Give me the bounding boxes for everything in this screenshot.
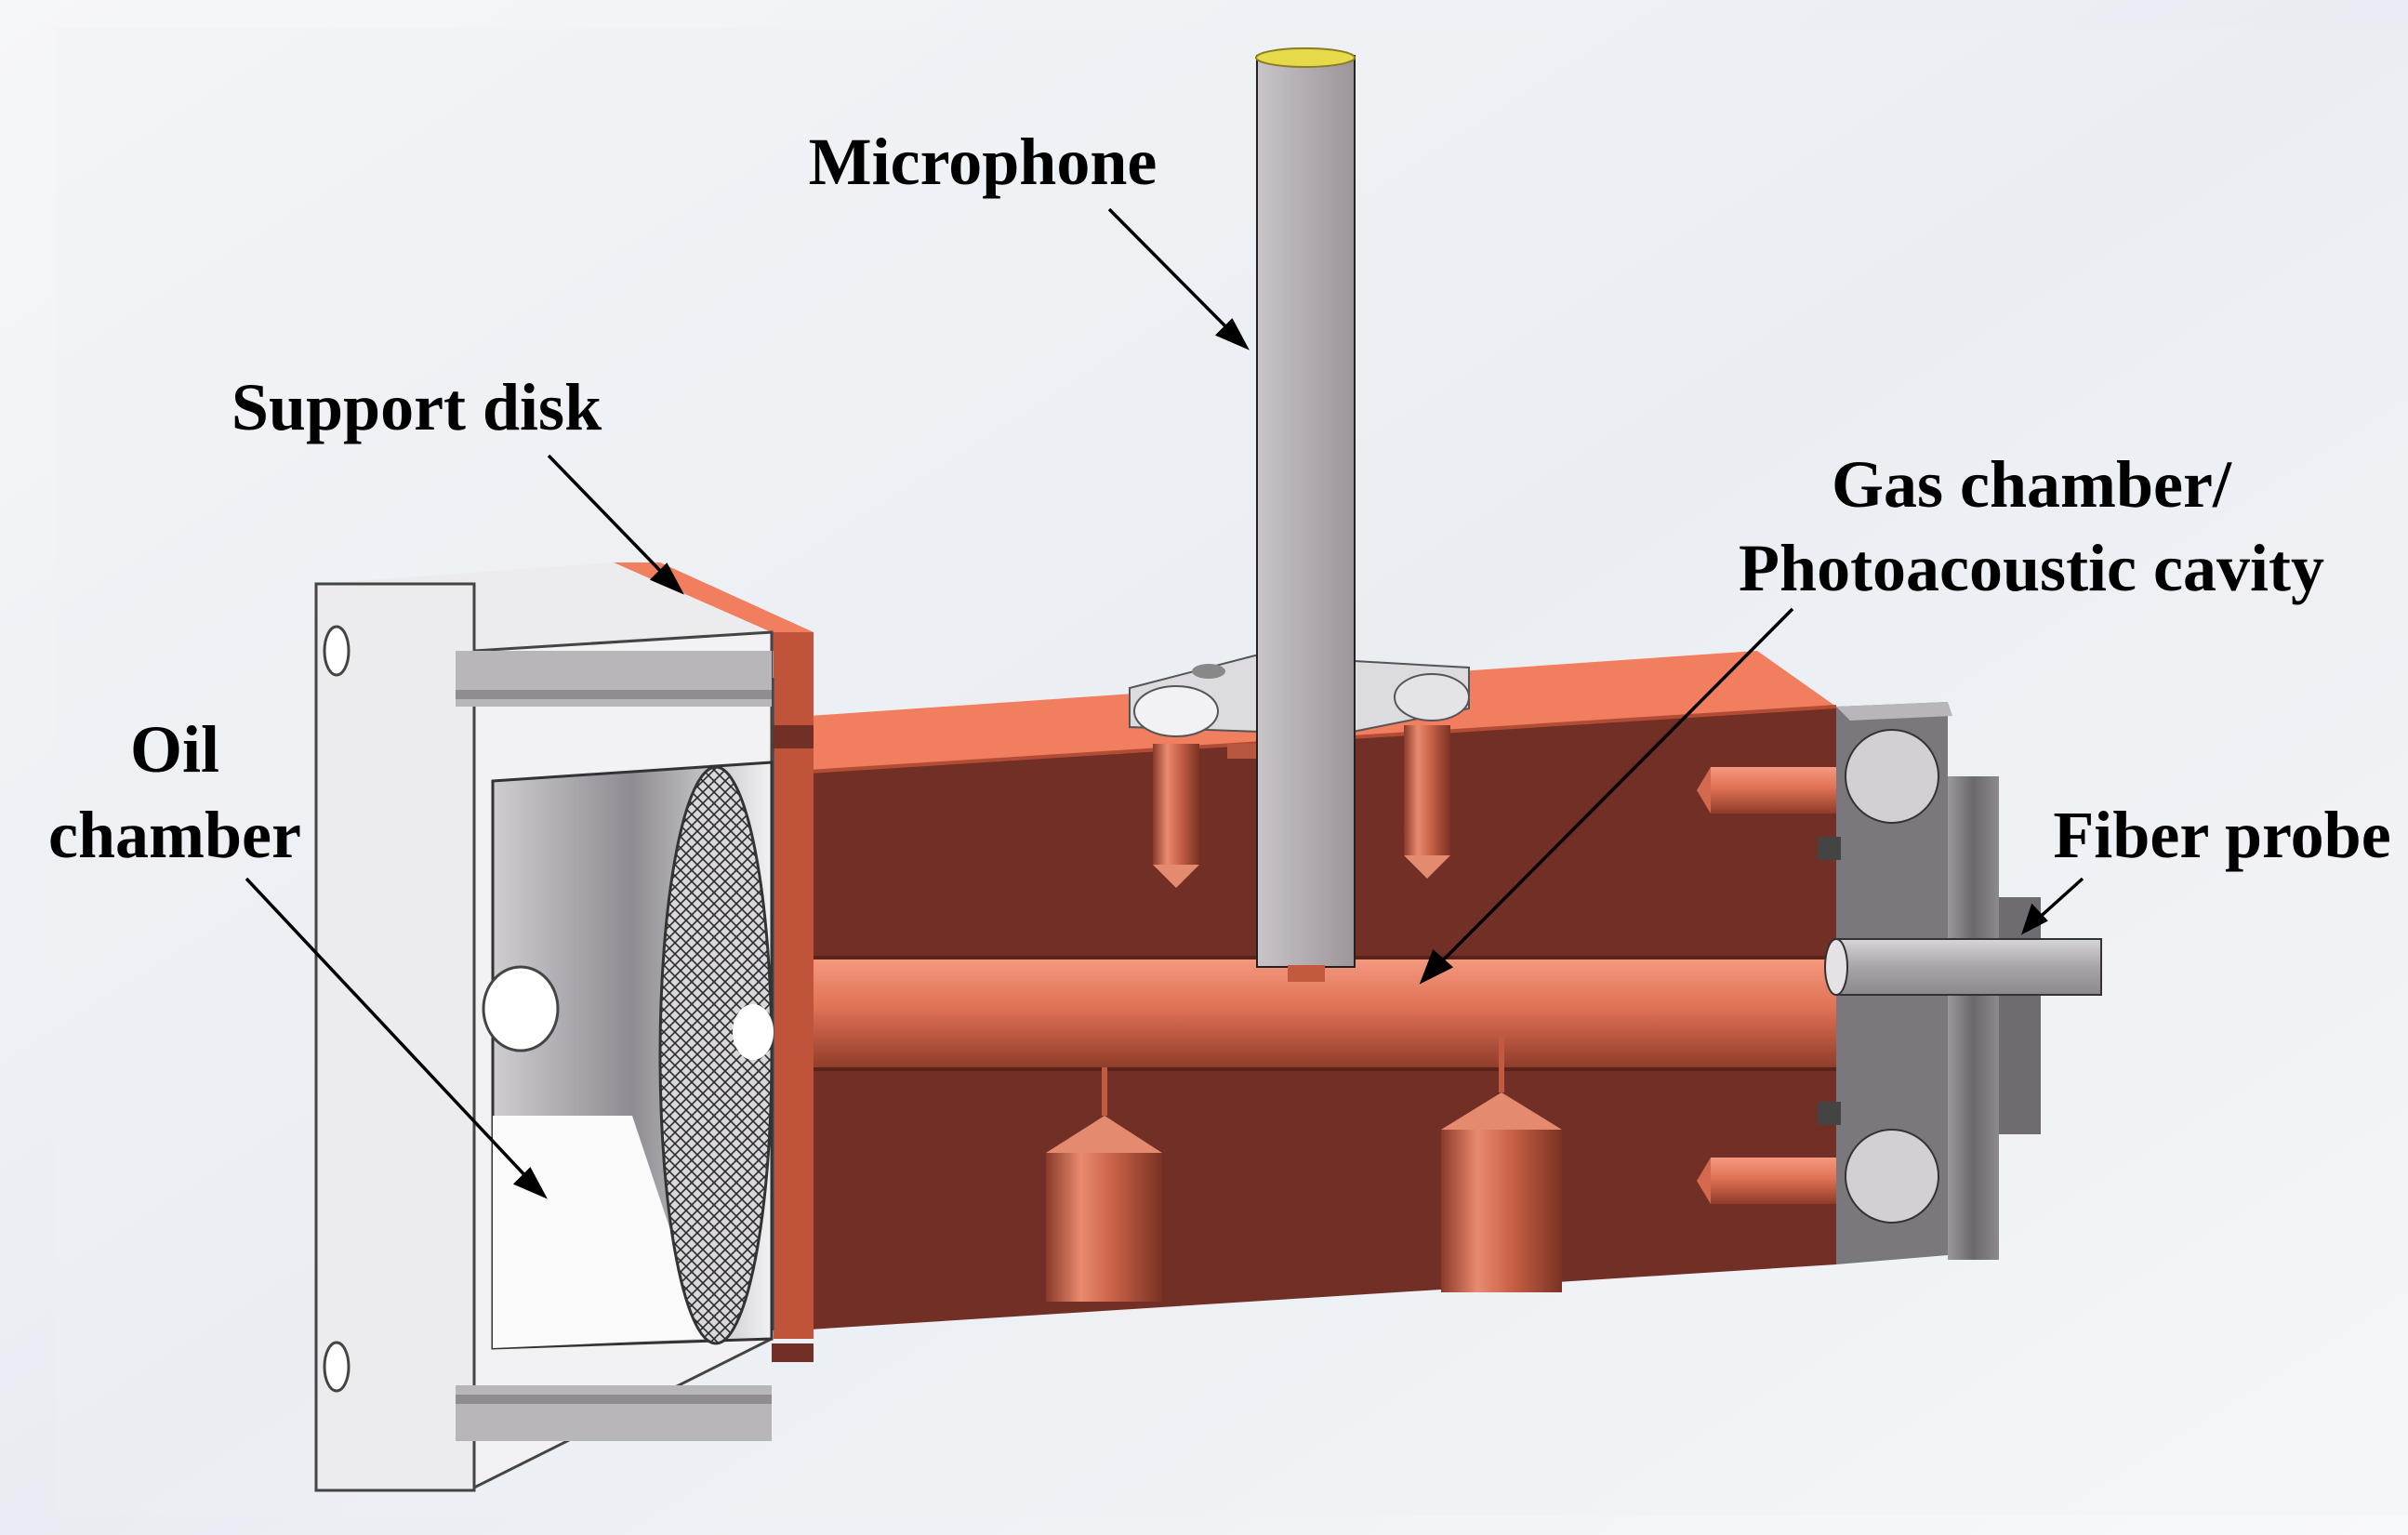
bottom-hole-left — [1046, 1067, 1162, 1302]
label-fiber-probe: Fiber probe — [2053, 798, 2390, 872]
top-screw-hole-right — [1404, 725, 1450, 879]
arrow-oil-chamber — [245, 877, 532, 1183]
arrow-gas-chamber — [1435, 607, 1794, 969]
leader-arrows — [245, 207, 2084, 1199]
fiber-probe — [1824, 938, 2102, 996]
side-hole-upper — [1697, 767, 1836, 814]
label-oil-line2: chamber — [48, 798, 301, 872]
label-support-disk: Support disk — [232, 370, 602, 444]
arrow-microphone — [1107, 207, 1236, 337]
top-screw-hole-left — [1153, 744, 1199, 888]
arrow-support-disk — [547, 454, 669, 580]
label-microphone: Microphone — [809, 125, 1158, 199]
label-gas-chamber-line2: Photoacoustic cavity — [1739, 531, 2324, 605]
side-hole-lower — [1697, 1158, 1836, 1204]
microphone-rod — [1255, 47, 1356, 982]
arrow-fiber-probe — [2034, 877, 2084, 922]
label-oil-line1: Oil — [130, 712, 219, 787]
support-disk-mesh — [658, 765, 774, 1345]
bottom-hole-right — [1441, 1037, 1562, 1292]
label-gas-chamber-line1: Gas chamber/ — [1832, 447, 2232, 522]
